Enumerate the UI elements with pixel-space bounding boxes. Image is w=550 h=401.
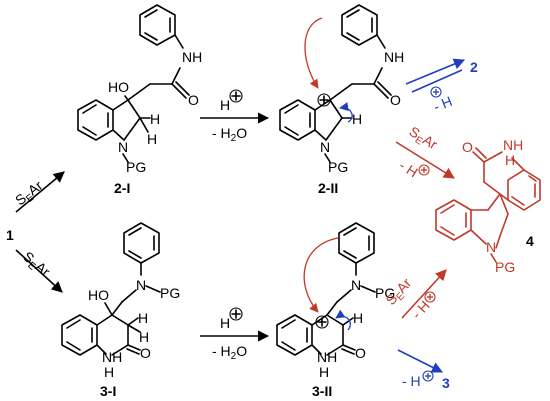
equilibrium-to-2: 2 - H <box>405 58 478 115</box>
pg-label: PG <box>328 159 348 175</box>
nh-label: NH <box>102 349 122 365</box>
h-label: H <box>505 152 515 168</box>
o-label: O <box>390 92 401 108</box>
structure-3-I: N PG HO H H O NH H 3-I <box>61 222 180 399</box>
nh-label: NH <box>182 49 202 65</box>
n-label: N <box>351 277 361 293</box>
o-label: O <box>462 139 473 155</box>
structure-3-II: N PG H O NH H 3-II <box>276 222 395 399</box>
arrow-to-3: - H 3 <box>397 349 450 391</box>
structure-4: O NH H N PG 4 <box>435 137 541 275</box>
n-label: N <box>118 139 128 155</box>
h-label: H <box>352 111 362 127</box>
svg-text:- H: - H <box>402 373 421 389</box>
label-1: 1 <box>6 227 14 243</box>
h-label: H <box>150 111 160 127</box>
ho-label: HO <box>108 79 129 95</box>
svg-text:- H: - H <box>408 297 432 322</box>
h-label: H <box>139 329 149 345</box>
label-3-II: 3-II <box>312 383 332 399</box>
h-label: H <box>353 310 363 326</box>
n-label: N <box>486 239 496 255</box>
label-2-II: 2-II <box>318 180 338 196</box>
o-label: O <box>355 345 366 361</box>
o-label: O <box>188 92 199 108</box>
nh-label: NH <box>384 49 404 65</box>
nh-label: NH <box>503 137 523 153</box>
structure-2-II: NH O H N PG 2-II <box>279 4 404 196</box>
svg-text:- H: - H <box>431 93 454 115</box>
arrow-3II-to-4: SEAr - H <box>382 269 447 322</box>
n-label: N <box>320 139 330 155</box>
n-label: N <box>136 277 146 293</box>
h-label: H <box>147 131 157 147</box>
pg-label: PG <box>126 159 146 175</box>
h-label: H <box>138 310 148 326</box>
arrow-2I-2II: H - H2O <box>200 89 270 144</box>
svg-text:SEAr: SEAr <box>12 177 48 211</box>
pg-label: PG <box>375 285 395 301</box>
red-curved-arrow <box>303 237 339 313</box>
label-2-I: 2-I <box>114 180 130 196</box>
ho-label: HO <box>88 287 109 303</box>
label-2: 2 <box>470 59 478 75</box>
proton-label: H <box>220 97 230 113</box>
svg-text:- H2O: - H2O <box>212 125 247 144</box>
structure-2-I: NH O HO H H N PG 2-I <box>77 4 202 196</box>
arrows-from-1: 1 SEAr SEAr <box>6 171 65 293</box>
pg-label: PG <box>495 259 515 275</box>
proton-label: H <box>220 315 230 331</box>
arrow-2II-to-4: SEAr - H <box>395 123 455 180</box>
label-3-I: 3-I <box>100 383 116 399</box>
pg-label: PG <box>160 285 180 301</box>
minus-water-label: - H <box>212 125 231 141</box>
svg-text:SEAr: SEAr <box>382 275 416 310</box>
label-4: 4 <box>526 233 534 249</box>
svg-text:- H2O: - H2O <box>212 343 247 362</box>
h-label: H <box>319 364 329 380</box>
o-label: O <box>140 345 151 361</box>
arrow-3I-3II: H - H2O <box>200 307 270 362</box>
blue-curved-arrow <box>335 309 351 331</box>
svg-text:- H: - H <box>396 157 420 180</box>
red-curved-arrow <box>304 17 323 89</box>
svg-text:SEAr: SEAr <box>18 248 53 282</box>
nh-label: NH <box>317 349 337 365</box>
h-label: H <box>104 364 114 380</box>
blue-curved-arrow <box>339 102 353 123</box>
label-3: 3 <box>442 375 450 391</box>
